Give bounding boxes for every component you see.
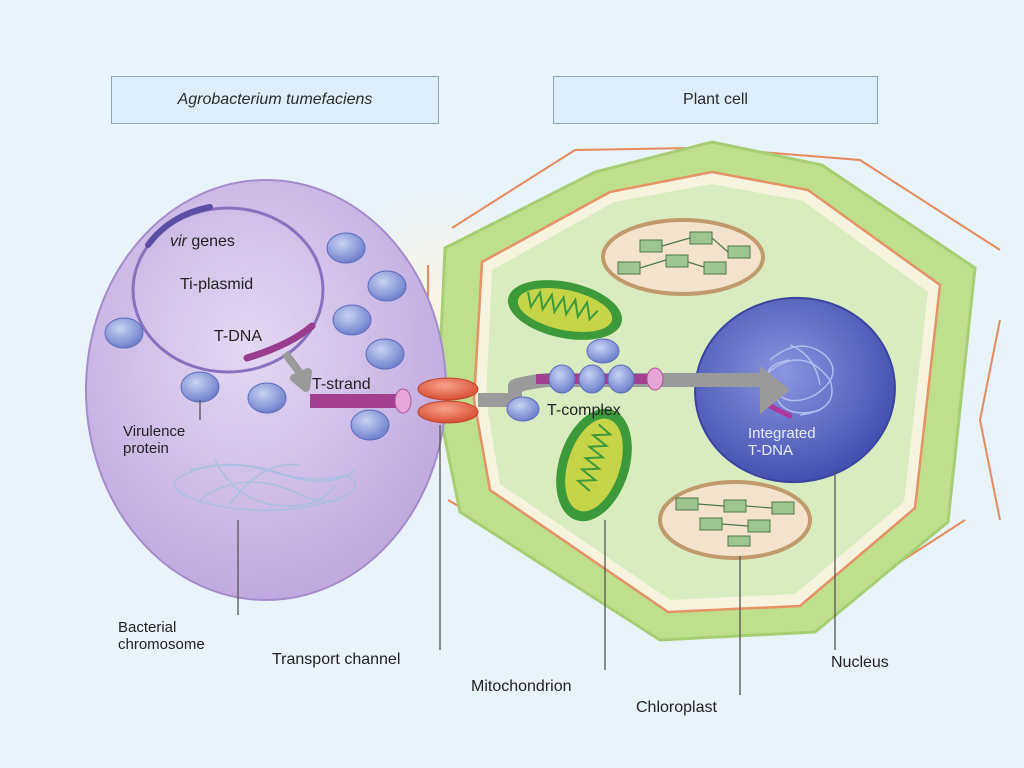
chloroplast-label: Chloroplast <box>636 699 717 716</box>
integrated-tdna-line2: T-DNA <box>748 442 793 459</box>
vir-genes-label-italic: vir <box>170 233 187 250</box>
leader-lines <box>199 400 836 695</box>
chloroplast-bottom <box>658 480 812 560</box>
bacterial-chromosome <box>173 459 357 512</box>
plant-cell-header: Plant cell <box>553 76 878 124</box>
virulence-protein-line1: Virulence <box>123 423 186 440</box>
agrobacterium-header: Agrobacterium tumefaciens <box>111 76 439 124</box>
ti-plasmid-ring <box>131 206 325 374</box>
bacterial-chromosome-line1: Bacterial <box>118 619 177 636</box>
t-strand-bar <box>310 394 400 408</box>
t-strand-pilot-protein <box>394 388 412 414</box>
bacterial-chromosome-label: Bacterial chromosome <box>118 619 205 653</box>
t-complex <box>536 364 664 394</box>
integrated-tdna-label: Integrated T-DNA <box>748 425 816 459</box>
nucleus-label: Nucleus <box>831 654 889 671</box>
vir-genes-label: vir genes <box>170 233 235 250</box>
integrated-tdna-line1: Integrated <box>748 425 816 442</box>
virulence-proteins <box>104 232 407 441</box>
ti-plasmid-label: Ti-plasmid <box>180 276 254 293</box>
t-dna-segment <box>243 322 316 362</box>
virulence-protein-line2: protein <box>123 440 169 457</box>
mitochondrion-label: Mitochondrion <box>471 678 572 695</box>
arrow-head-small <box>515 378 540 396</box>
plant-cell-protein-2 <box>506 396 540 422</box>
chloroplast-top <box>601 218 765 296</box>
t-dna-label: T-DNA <box>214 328 262 345</box>
plant-cell-header-text: Plant cell <box>683 91 748 108</box>
vir-genes-label-rest: genes <box>186 233 235 250</box>
mitochondrion-lower <box>556 408 632 522</box>
processing-arrow <box>281 350 312 392</box>
transport-channel-label: Transport channel <box>272 651 401 668</box>
mitochondrion-top <box>507 280 623 340</box>
plant-cell-protein-1 <box>586 338 620 364</box>
transport-channel <box>417 377 479 424</box>
bacterial-chromosome-line2: chromosome <box>118 636 205 653</box>
t-complex-label: T-complex <box>547 402 621 419</box>
agrobacterium-header-text: Agrobacterium tumefaciens <box>177 91 373 108</box>
t-strand-label: T-strand <box>312 376 371 393</box>
vir-genes-segment <box>145 204 213 248</box>
arrow-head <box>760 366 790 414</box>
virulence-protein-label: Virulence protein <box>123 423 185 457</box>
